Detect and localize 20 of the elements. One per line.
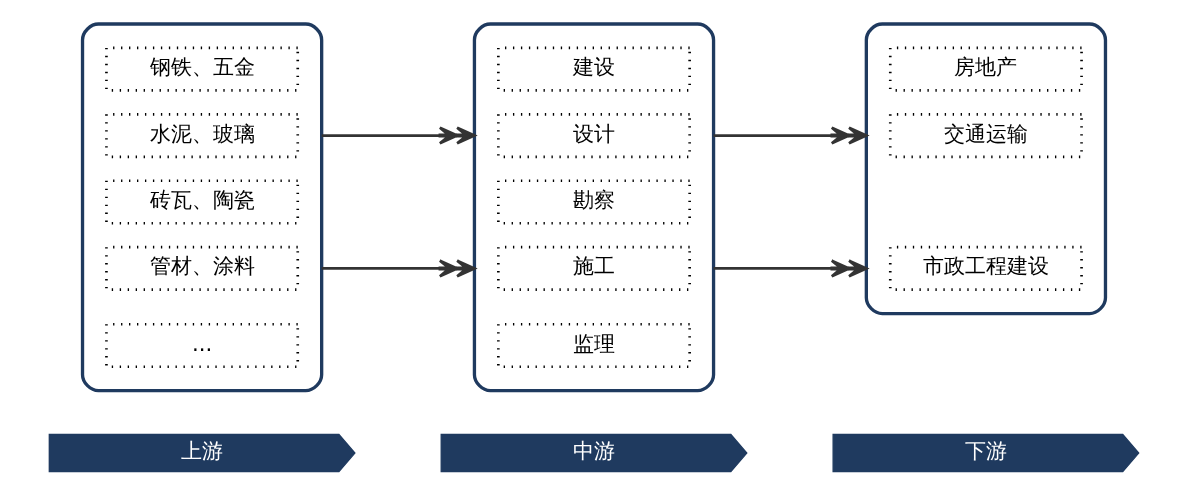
node-box: 水泥、玻璃 [105,113,300,159]
node-box: 监理 [497,322,691,369]
node-box: ... [105,322,300,369]
arrow [713,259,868,278]
cluster [80,22,324,393]
node-box: 交通运输 [888,113,1083,159]
node-box: 市政工程建设 [888,245,1083,291]
node-box: 建设 [497,46,691,92]
arrow [321,259,476,278]
node-box: 勘察 [497,179,691,225]
cluster [864,22,1108,316]
arrow [713,126,868,145]
cluster [472,22,716,393]
node-box: 施工 [497,245,691,291]
node-box: 管材、涂料 [105,245,300,291]
node-box: 设计 [497,113,691,159]
arrow [321,126,476,145]
node-box: 砖瓦、陶瓷 [105,179,300,225]
node-box: 房地产 [888,46,1083,92]
node-box: 钢铁、五金 [105,46,300,92]
